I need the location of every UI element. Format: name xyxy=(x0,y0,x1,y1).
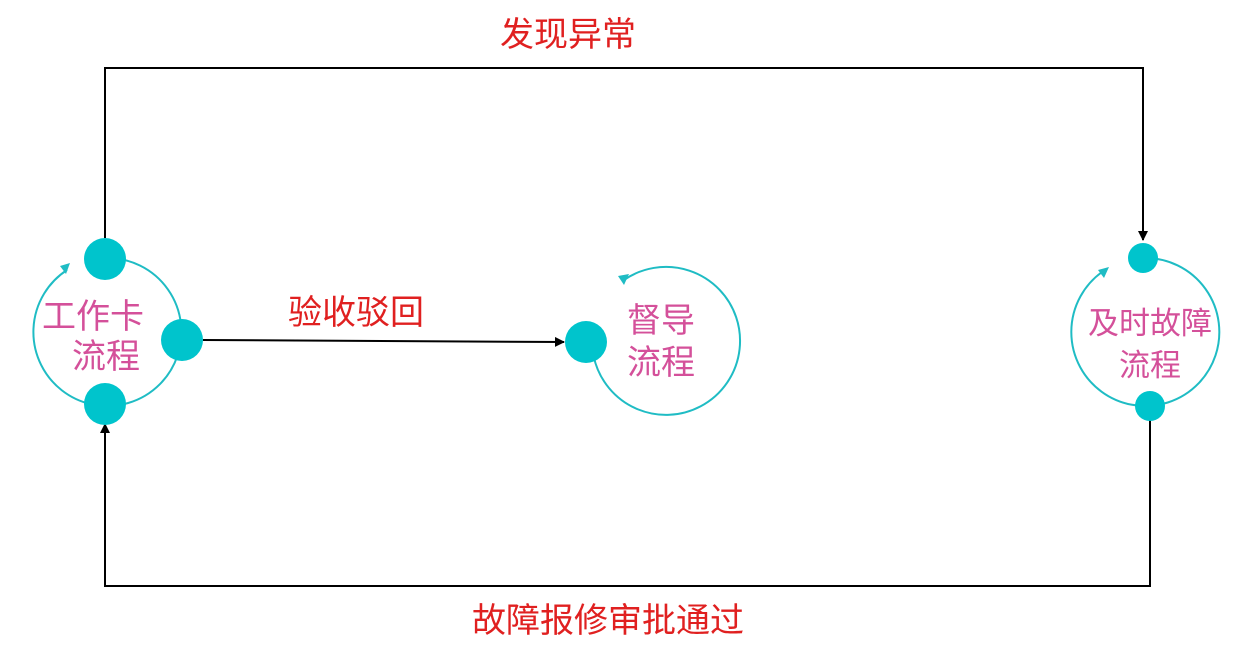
node-work-card[interactable]: 工作卡 流程 xyxy=(32,238,203,425)
work-card-label-line1: 工作卡 xyxy=(42,297,144,337)
work-card-ring xyxy=(32,257,183,407)
fault-ring xyxy=(1070,257,1221,407)
fault-port-top xyxy=(1128,243,1158,273)
fault-port-bottom xyxy=(1135,391,1165,421)
edge-reject-line xyxy=(202,336,565,347)
supervision-ring xyxy=(591,265,742,416)
supervision-label-line2: 流程 xyxy=(627,343,695,383)
node-fault[interactable]: 及时故障 流程 xyxy=(1070,243,1221,421)
edge-reject-label: 验收驳回 xyxy=(288,293,424,333)
edge-anomaly-label: 发现异常 xyxy=(500,15,636,55)
edge-anomaly-line xyxy=(104,67,1148,241)
fault-label-line2: 流程 xyxy=(1119,348,1181,384)
work-card-ring-arrow-icon xyxy=(60,263,70,274)
supervision-label-line1: 督导 xyxy=(627,301,695,341)
fault-label-line1: 及时故障 xyxy=(1088,306,1212,342)
supervision-ring-arrow-icon xyxy=(618,274,629,285)
node-supervision[interactable]: 督导 流程 xyxy=(565,265,742,416)
edge-repair-label: 故障报修审批通过 xyxy=(472,601,744,641)
edge-repair-line xyxy=(100,420,1151,587)
work-card-port-bottom xyxy=(84,383,126,425)
work-card-port-top xyxy=(84,238,126,280)
supervision-port-left xyxy=(565,321,607,363)
work-card-label-line2: 流程 xyxy=(72,337,140,377)
work-card-port-right xyxy=(161,319,203,361)
fault-ring-arrow-icon xyxy=(1098,267,1109,278)
